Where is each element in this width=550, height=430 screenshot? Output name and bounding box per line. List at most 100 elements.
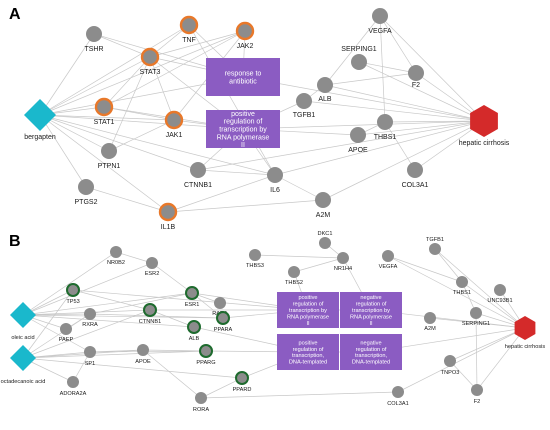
edge-tnf-il6 xyxy=(188,24,276,176)
node-nr0b2: NR0B2 xyxy=(107,246,125,266)
node-label: ALB xyxy=(189,336,200,342)
node-label: A2M xyxy=(316,212,331,219)
gene-circle xyxy=(249,249,261,261)
node-rora: RORA xyxy=(193,392,209,413)
node-label: TGFB1 xyxy=(426,237,444,243)
node-label: ALB xyxy=(318,96,332,103)
node-tnpo3: TNPO3 xyxy=(441,355,459,376)
hub-gene-circle xyxy=(235,371,249,385)
node-label: STAT1 xyxy=(94,119,115,126)
gene-circle xyxy=(101,143,117,159)
edge-hepatic-cirrhosis-b-tgfb1-b xyxy=(434,248,526,329)
edge-rora-apoe-b xyxy=(142,349,202,399)
edge-apoe-b-pparg xyxy=(142,349,207,352)
node-jak2: JAK2 xyxy=(235,21,255,50)
edge-rxra-esr1 xyxy=(89,292,193,315)
go-term-line: antibiotic xyxy=(229,78,257,85)
node-paep: PAEP xyxy=(59,323,74,343)
hub-gene-circle xyxy=(235,21,255,41)
node-alb: ALB xyxy=(187,320,201,342)
node-label: RORA xyxy=(193,407,209,413)
node-label: JAK1 xyxy=(166,132,183,139)
node-label: PTPN1 xyxy=(98,163,121,170)
edge-hepatic-cirrhosis-tgfb1 xyxy=(303,100,485,122)
compound-diamond xyxy=(10,345,36,371)
node-label: STAT3 xyxy=(140,69,161,76)
edge-hepatic-cirrhosis-b-thbs1-b xyxy=(461,281,526,329)
edge-rora-ppard xyxy=(200,377,243,399)
edge-bergapten-il6 xyxy=(39,114,276,176)
node-esr2: ESR2 xyxy=(145,257,159,277)
node-f2: F2 xyxy=(408,65,424,89)
node-label: PPARG xyxy=(196,360,215,366)
edge-hepatic-cirrhosis-serping1 xyxy=(358,61,485,122)
go-term-line: transcription, xyxy=(355,353,387,359)
node-alb: ALB xyxy=(317,77,333,103)
edge-serping1-f2 xyxy=(358,61,417,74)
node-ptgs2: PTGS2 xyxy=(75,179,98,206)
go-term-rect xyxy=(206,58,280,96)
edge-hepatic-cirrhosis-b-tnpo3 xyxy=(449,327,526,362)
edge-bergapten-ctnnb1 xyxy=(39,114,199,171)
edge-bergapten-ptgs2 xyxy=(39,114,87,188)
go-term-line: transcription by xyxy=(352,308,390,314)
edge-oleic-acid-sp1 xyxy=(22,314,91,353)
node-tshr: TSHR xyxy=(84,26,104,53)
edge-oleic-acid-esr2 xyxy=(22,262,153,316)
edge-alb-f2 xyxy=(324,72,417,86)
node-hepatic-cirrhosis: hepatic cirrhosis xyxy=(505,316,545,350)
panel-label: A xyxy=(9,6,21,23)
go-term-line: regulation of xyxy=(224,119,263,126)
node-label: ADORA2A xyxy=(60,391,87,397)
edge-bergapten-ptpn1 xyxy=(39,114,110,152)
edge-octadecanoic-acid-pparg xyxy=(22,350,207,359)
edge-tnpo3-f2-b xyxy=(449,360,478,391)
node-label: THBS1 xyxy=(374,134,397,141)
edge-ptpn1-stat3 xyxy=(108,56,151,152)
hub-gene-circle xyxy=(216,311,230,325)
node-label: octadecanoic acid xyxy=(1,379,46,385)
node-thbs2: THBS2 xyxy=(285,266,303,286)
node-label: RXRA xyxy=(82,322,98,328)
edge-thbs3-nr1h4 xyxy=(254,254,344,259)
edge-octadecanoic-acid-tp53 xyxy=(22,289,74,359)
gene-circle xyxy=(470,307,482,319)
edge-stat3-stat1 xyxy=(103,56,151,108)
node-ppard: PPARD xyxy=(233,371,251,393)
go-term-rect xyxy=(206,110,280,148)
edge-tp53-b-t1 xyxy=(72,289,309,311)
gene-circle xyxy=(372,8,388,24)
node-dkc1: DKC1 xyxy=(318,231,332,249)
go-term-line: transcription by xyxy=(289,308,327,314)
edge-hepatic-cirrhosis-ctnnb1 xyxy=(197,120,485,171)
gene-circle xyxy=(137,344,149,356)
gene-circle xyxy=(382,250,394,262)
edge-oleic-acid-nr0b2 xyxy=(22,251,117,316)
edge-vegfa-thbs1 xyxy=(379,15,386,123)
gene-circle xyxy=(392,386,404,398)
gene-circle xyxy=(315,192,331,208)
go-term-line: RNA polymerase xyxy=(217,134,270,141)
node-label: THBS2 xyxy=(285,280,303,286)
hub-gene-circle xyxy=(158,202,178,222)
gene-circle xyxy=(296,93,312,109)
node-label: JAK2 xyxy=(237,43,254,50)
node-label: hepatic cirrhosis xyxy=(459,140,510,147)
node-label: TNF xyxy=(182,37,196,44)
node-label: APOE xyxy=(348,147,368,154)
edge-ctnnb1-b-alb-b xyxy=(149,309,195,328)
node-label: NR1H4 xyxy=(334,266,352,272)
hub-gene-circle xyxy=(199,344,213,358)
gene-circle xyxy=(267,167,283,183)
node-a2m: A2M xyxy=(315,192,331,219)
edge-hepatic-cirrhosis-a-t1 xyxy=(242,76,485,122)
go-term-line: RNA polymerase xyxy=(350,314,392,320)
edge-oleic-acid-esr1 xyxy=(22,292,193,316)
gene-circle xyxy=(288,266,300,278)
hub-gene-circle xyxy=(143,303,157,317)
edge-thbs2-nr1h4 xyxy=(293,257,344,273)
